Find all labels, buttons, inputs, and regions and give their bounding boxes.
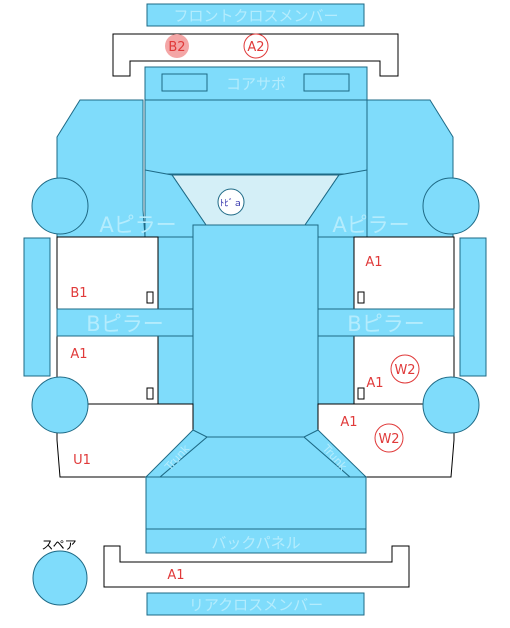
back-panel[interactable] xyxy=(145,528,367,554)
rear-cross-member-label: リアクロスメンバー xyxy=(189,596,323,614)
front-cross-member-label: フロントクロスメンバー xyxy=(173,7,338,25)
b-pillar-right-panel[interactable] xyxy=(317,308,455,337)
right-w2-mid-circle xyxy=(390,354,420,384)
left-rocker-panel[interactable] xyxy=(23,237,51,377)
right-a1-low-mark[interactable]: A1 xyxy=(340,415,357,430)
headlight-left xyxy=(161,73,208,92)
spare-tire[interactable] xyxy=(32,550,88,606)
front-right-door-handle xyxy=(357,291,365,304)
left-u1-mark[interactable]: U1 xyxy=(73,453,91,468)
right-a1-mid-mark[interactable]: A1 xyxy=(366,376,383,391)
rear-a1-mark[interactable]: A1 xyxy=(167,568,184,583)
rear-bumper-outline[interactable] xyxy=(103,545,410,588)
a-pillar-left-label: Aピラー xyxy=(99,213,176,237)
spare-label: スペア xyxy=(41,538,76,552)
rear-left-door-handle xyxy=(146,387,154,400)
rear-cross-member-panel[interactable] xyxy=(146,592,365,616)
roof-marker-circle[interactable] xyxy=(217,188,245,216)
front-left-wheel[interactable] xyxy=(31,177,89,235)
right-a1-top-mark[interactable]: A1 xyxy=(365,255,382,270)
right-w2-low-circle xyxy=(374,423,404,453)
front-a2-mark[interactable]: A2 xyxy=(247,40,264,55)
right-w2-mid-mark[interactable]: W2 xyxy=(394,363,415,378)
left-a1-mark[interactable]: A1 xyxy=(70,347,87,362)
roof-panel[interactable] xyxy=(192,224,319,438)
a-pillar-right-label: Aピラー xyxy=(332,213,409,237)
right-w2-low-mark[interactable]: W2 xyxy=(378,432,399,447)
rear-right-door-handle xyxy=(357,387,365,400)
trunk-lid[interactable] xyxy=(145,476,367,530)
front-cross-member-panel[interactable] xyxy=(146,3,365,27)
front-b2-highlight xyxy=(165,34,189,58)
left-b1-mark[interactable]: B1 xyxy=(70,286,87,301)
core-support-label: コアサポ xyxy=(226,75,286,93)
b-pillar-right-label: Bピラー xyxy=(347,312,424,336)
rear-left-wheel[interactable] xyxy=(31,376,89,434)
headlight-right xyxy=(303,73,350,92)
front-right-wheel[interactable] xyxy=(422,177,480,235)
right-rocker-panel[interactable] xyxy=(459,237,487,377)
front-right-door[interactable] xyxy=(353,236,455,310)
back-panel-label: バックパネル xyxy=(211,534,300,552)
front-a2-circle xyxy=(243,33,269,59)
hood-panel[interactable] xyxy=(144,99,368,175)
front-b2-mark[interactable]: B2 xyxy=(168,40,185,55)
front-left-door-handle xyxy=(146,291,154,304)
roof-marker-label: ﾄﾋﾞａ xyxy=(220,198,243,209)
b-pillar-left-label: Bピラー xyxy=(86,312,163,336)
rear-right-wheel[interactable] xyxy=(422,376,480,434)
b-pillar-left-panel[interactable] xyxy=(56,308,194,337)
